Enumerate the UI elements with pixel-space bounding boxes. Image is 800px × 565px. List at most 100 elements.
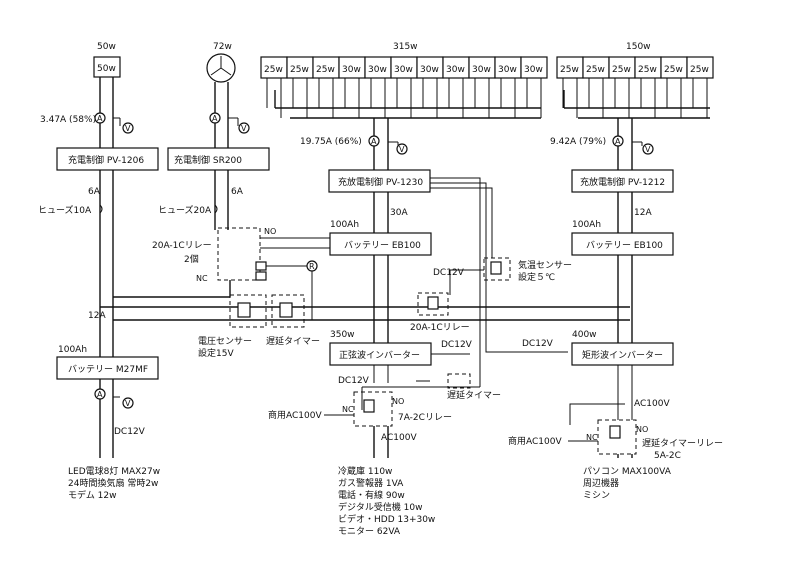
relay-7a-2c [353, 391, 393, 427]
load-mid-1: 冷蔵庫 110w [338, 465, 392, 477]
load-right-3: ミシン [583, 491, 610, 501]
delay-timer-2-label: 遅延タイマー [447, 389, 501, 401]
ammeter-3 [368, 135, 380, 147]
fuse-1-label: ヒューズ10A [38, 204, 92, 216]
solar-power-label-2: 72w [213, 42, 232, 52]
delay-timer-label: 遅延タイマー [266, 335, 320, 347]
ammeter-5-symbol: A [97, 390, 103, 399]
current-reading-1: 3.47A (58%) [40, 115, 96, 125]
temperature-sensor-label: 気温センサー [518, 259, 572, 271]
array3-panel-label-10: 30w [498, 65, 517, 75]
battery-3-capacity: 100Ah [58, 345, 87, 355]
relay-coil-1 [255, 261, 267, 271]
ammeter-5 [94, 388, 106, 400]
ammeter-2 [209, 112, 221, 124]
current-30a: 30A [390, 208, 408, 218]
array4-panel-label-6: 25w [690, 65, 709, 75]
array3-panel-label-6: 30w [394, 65, 413, 75]
load-mid-5: ビデオ・HDD 13+30w [338, 513, 435, 525]
voltmeter-4 [642, 143, 654, 155]
fuse-2-label: ヒューズ20A [158, 204, 212, 216]
battery-3-label: バッテリー M27MF [68, 364, 148, 375]
array4-panel-6 [686, 56, 714, 79]
load-left-1: LED電球8灯 MAX27w [68, 465, 160, 477]
delay-timer-2 [447, 373, 471, 389]
relay-7a-nc: NC [342, 405, 354, 414]
array3-panel-label-1: 25w [264, 65, 283, 75]
array4-panel-label-3: 25w [612, 65, 631, 75]
array3-panel-label-4: 30w [342, 65, 361, 75]
voltmeter-5-symbol: V [125, 399, 131, 408]
array4-panel-label-2: 25w [586, 65, 605, 75]
inverter-rect-power: 400w [572, 330, 597, 340]
relay-no-label: NO [264, 227, 276, 236]
relay-count: 2個 [184, 253, 199, 265]
relay-20a-1c-coil [427, 296, 439, 310]
current-12a-2: 12A [634, 208, 652, 218]
array3-panel-label-9: 30w [472, 65, 491, 75]
inverter-sine-label: 正弦波インバーター [339, 349, 420, 361]
load-left-2: 24時間換気扇 常時2w [68, 477, 158, 489]
delay-timer [279, 302, 293, 318]
charge-controller-4 [571, 169, 674, 193]
load-mid-3: 電話・有線 90w [338, 489, 405, 501]
voltage-dc12-1: DC12V [114, 427, 146, 437]
voltmeter-3 [396, 143, 408, 155]
array3-panel-label-11: 30w [524, 65, 543, 75]
battery-3 [56, 356, 159, 380]
delay-timer-relay [597, 419, 637, 455]
solar-power-label-4: 150w [626, 42, 651, 52]
voltmeter-2 [238, 122, 250, 134]
current-reading-3: 19.75A (66%) [300, 137, 362, 147]
system-1: 50w 50w A V 3.47A (58%) 充電制御 PV-1206 6A … [38, 42, 160, 501]
battery-1 [329, 232, 432, 256]
voltmeter-1-symbol: V [125, 124, 131, 133]
voltmeter-2-symbol: V [241, 124, 247, 133]
load-mid-6: モニター 62VA [338, 526, 401, 537]
relay-4-no: NO [636, 425, 648, 434]
relay-20a-1c-block [217, 227, 261, 281]
ammeter-3-symbol: A [371, 137, 377, 146]
voltage-dc12-5: DC12V [522, 339, 554, 349]
voltmeter-3-symbol: V [399, 145, 405, 154]
ammeter-2-symbol: A [212, 114, 218, 123]
voltmeter-5 [122, 397, 134, 409]
current-6a-1: 6A [88, 187, 101, 197]
charge-controller-2 [167, 147, 270, 171]
delay-timer-relay-spec: 5A-2C [654, 451, 681, 461]
relay-20a-1c-label: 20A-1Cリレー [152, 241, 212, 251]
fan-icon [210, 56, 232, 76]
array3-panel-label-5: 30w [368, 65, 387, 75]
delay-timer-block [271, 294, 305, 328]
voltage-ac100v-1: AC100V [381, 433, 417, 443]
battery-2-capacity: 100Ah [572, 220, 601, 230]
ammeter-4-symbol: A [615, 137, 621, 146]
delay-timer-relay-coil [609, 425, 621, 439]
array3-panel-label-3: 25w [316, 65, 335, 75]
relay-7a-no: NO [392, 397, 404, 406]
temperature-sensor-element [490, 261, 502, 275]
ammeter-1 [94, 112, 106, 124]
ammeter-4 [612, 135, 624, 147]
solar-panel-1 [93, 56, 121, 78]
charge-controller-3-label: 充放電制御 PV-1230 [338, 176, 423, 188]
voltage-dc12-3: DC12V [441, 340, 473, 350]
voltage-sensor [237, 302, 251, 318]
voltmeter-1 [122, 122, 134, 134]
grid-ac100v-2: 商用AC100V [508, 435, 562, 447]
relay-7a-2c-label: 7A-2Cリレー [398, 413, 452, 423]
current-12a-1: 12A [88, 311, 106, 321]
fuse-2 [214, 204, 218, 214]
array3-panel-label-8: 30w [446, 65, 465, 75]
array4-panel-label-1: 25w [560, 65, 579, 75]
voltage-dc12-4: DC12V [338, 376, 370, 386]
load-mid-2: ガス警報器 1VA [338, 477, 404, 489]
current-6a-2: 6A [231, 187, 244, 197]
array4-panel-label-4: 25w [638, 65, 657, 75]
inverter-rect [571, 342, 674, 366]
